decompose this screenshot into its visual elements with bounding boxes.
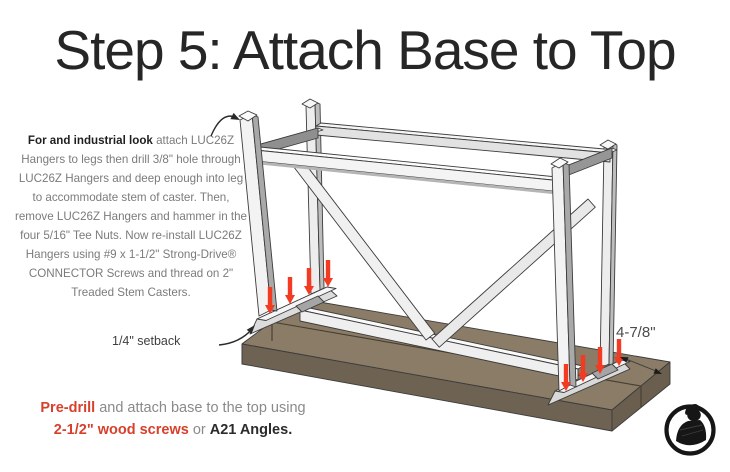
instruction-line: CONNECTOR Screws and thread on 2" xyxy=(28,267,234,280)
left-foot xyxy=(249,286,338,335)
instruction-line: Hangers to legs then drill 3/8" hole thr… xyxy=(21,153,241,166)
instruction-line: to accommodate stem of caster. Then, xyxy=(32,191,230,204)
red-arrow-icon xyxy=(304,268,314,295)
screws-text: 2-1/2" wood screws xyxy=(53,422,189,438)
red-arrow-icon xyxy=(614,339,624,366)
page-title: Step 5: Attach Base to Top xyxy=(54,19,676,81)
front-left-leg xyxy=(238,110,278,317)
red-arrow-icon xyxy=(561,364,571,391)
dimension-arrow xyxy=(620,357,662,374)
setback-label: 1/4" setback xyxy=(112,334,181,348)
instruction-bold-lead: For and industrial look xyxy=(27,134,153,147)
instruction-line: LUC26Z Hangers and deep enough into leg xyxy=(18,172,244,185)
instruction-line: remove LUC26Z Hangers and hammer in the xyxy=(15,210,247,223)
leader-line-setback xyxy=(218,325,255,346)
red-arrow-icon xyxy=(578,355,588,382)
red-arrow-icon xyxy=(285,277,295,304)
predrill-text: Pre-drill xyxy=(40,400,96,416)
rear-right-leg xyxy=(599,139,618,369)
instruction-line: For and industrial look attach LUC26Z xyxy=(27,134,235,147)
red-arrow-icon xyxy=(323,260,333,287)
dimension-label: 4-7/8" xyxy=(616,324,656,341)
leader-line-leg-top xyxy=(210,112,240,137)
right-end-rail xyxy=(555,147,618,181)
woodworker-logo-icon xyxy=(664,404,716,456)
screw-location-arrows xyxy=(265,260,624,391)
front-right-leg xyxy=(550,157,577,392)
rear-top-rail xyxy=(315,122,616,163)
red-arrow-icon xyxy=(265,287,275,314)
angles-text: A21 Angles xyxy=(209,422,289,438)
footer-instruction: Pre-drill and attach base to the top usi… xyxy=(40,400,306,438)
instruction-line: four 5/16" Tee Nuts. Now re-install LUC2… xyxy=(20,229,242,242)
instructions-paragraph: For and industrial look attach LUC26Z Ha… xyxy=(12,131,250,302)
red-arrow-icon xyxy=(595,347,605,374)
instruction-line: Hangers using #9 x 1-1/2" Strong-Drive® xyxy=(25,248,237,261)
instruction-line: Treaded Stem Casters. xyxy=(71,286,191,299)
